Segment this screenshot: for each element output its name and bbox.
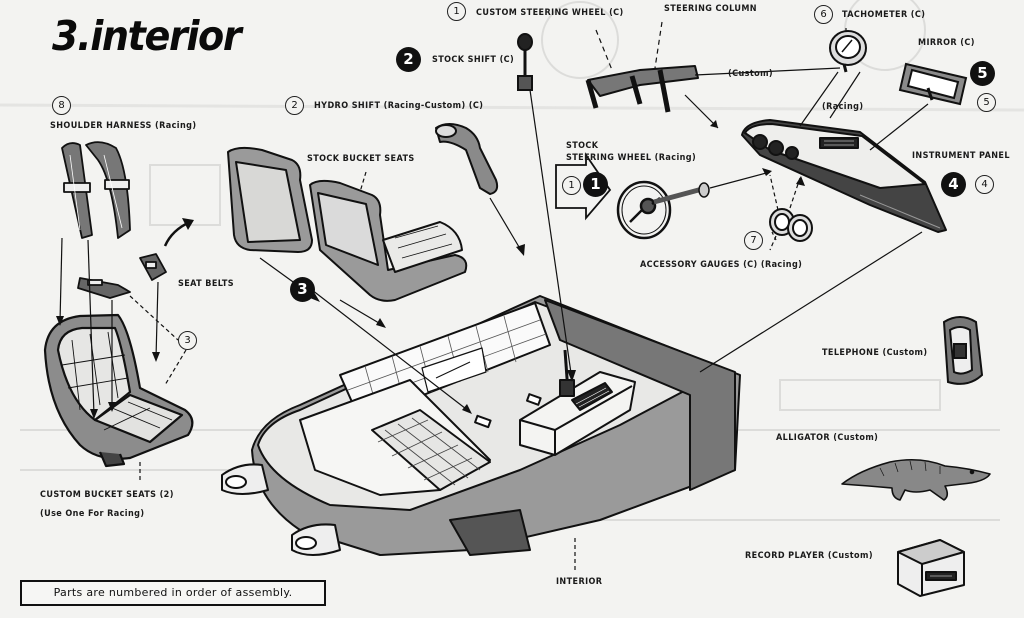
accessory-gauges-drawing: [769, 208, 813, 242]
telephone-drawing: [942, 316, 984, 385]
label-mirror: MIRROR (C): [918, 38, 975, 48]
page-title: 3.interior: [52, 12, 242, 60]
number-4-filled: 4: [941, 172, 966, 197]
number-1-open: 1: [447, 2, 466, 21]
instrument-panel-drawing: [741, 119, 947, 233]
seat-belt-arrowhead: [182, 218, 194, 230]
number-5-open: 5: [977, 93, 996, 112]
label-custom-tag: (Custom): [728, 69, 774, 79]
stock-bucket-seats-drawing: [227, 146, 468, 302]
label-steering-column: STEERING COLUMN: [664, 4, 757, 14]
label-stock-bucket-seats: STOCK BUCKET SEATS: [307, 154, 415, 164]
number-4-open: 4: [975, 175, 994, 194]
label-accessory-gauges: ACCESSORY GAUGES (C) (Racing): [640, 260, 803, 270]
mirror-drawing: [898, 62, 968, 106]
label-stock-steering-wheel-line2: STEERING WHEEL (Racing): [566, 153, 697, 163]
label-seat-belts: SEAT BELTS: [178, 279, 235, 289]
alligator-drawing: [841, 458, 991, 501]
tachometer-drawing: [829, 30, 867, 73]
label-tachometer: TACHOMETER (C): [842, 10, 926, 20]
number-6-open: 6: [814, 5, 833, 24]
assembly-order-note: Parts are numbered in order of assembly.: [20, 580, 326, 606]
number-1-open-stock-wheel: 1: [562, 176, 581, 195]
label-shoulder-harness: SHOULDER HARNESS (Racing): [50, 121, 197, 131]
number-3-filled: 3: [290, 277, 315, 302]
label-record-player: RECORD PLAYER (Custom): [745, 551, 873, 561]
leader-lines: [59, 21, 929, 570]
label-interior: INTERIOR: [556, 577, 603, 587]
record-player-drawing: [897, 539, 965, 597]
label-stock-shift: STOCK SHIFT (C): [432, 55, 515, 65]
number-2-open: 2: [285, 96, 304, 115]
label-telephone: TELEPHONE (Custom): [822, 348, 928, 358]
label-stock-steering-wheel-line1: STOCK: [566, 141, 599, 151]
label-racing-tag: (Racing): [822, 102, 864, 112]
stock-shift-drawing: [517, 33, 533, 91]
hydro-shift-drawing: [435, 123, 499, 195]
number-7-open: 7: [744, 231, 763, 250]
label-instrument-panel: INSTRUMENT PANEL: [912, 151, 1010, 161]
seat-belts-drawing: [77, 253, 167, 299]
number-2-filled: 2: [396, 47, 421, 72]
interior-tub: [221, 295, 741, 556]
label-hydro-shift: HYDRO SHIFT (Racing-Custom) (C): [314, 101, 484, 111]
number-5-filled: 5: [970, 61, 995, 86]
number-8-open: 8: [52, 96, 71, 115]
steering-column-drawing: [585, 65, 699, 113]
label-custom-bucket-seats-line2: (Use One For Racing): [40, 509, 145, 519]
stock-steering-wheel-drawing: [616, 180, 710, 240]
label-custom-bucket-seats-line1: CUSTOM BUCKET SEATS (2): [40, 490, 174, 500]
label-custom-steering-wheel: CUSTOM STEERING WHEEL (C): [476, 8, 624, 18]
number-1-filled: 1: [583, 172, 608, 197]
custom-bucket-seat-drawing: [43, 313, 194, 468]
shoulder-harness-drawing: [61, 141, 131, 239]
label-alligator: ALLIGATOR (Custom): [776, 433, 879, 443]
number-3-open: 3: [178, 331, 197, 350]
